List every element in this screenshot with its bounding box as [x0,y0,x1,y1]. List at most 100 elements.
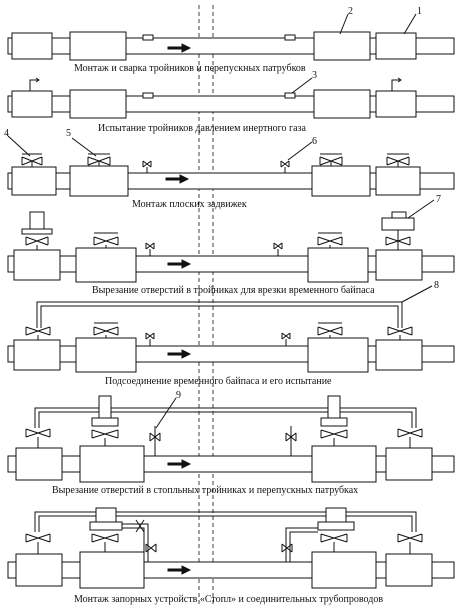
small-valve-icon [280,160,290,173]
callout-8: 8 [434,280,439,291]
leader-line-9 [155,397,177,429]
small-valve-icon [135,519,145,533]
gate-valve-icon [91,429,119,446]
stage-7: Монтаж запорных устройств «Стопл» и соед… [7,507,455,605]
gate-valve-icon [397,533,423,554]
caption-stage-2: Испытание тройников давлением инертного … [98,123,307,134]
bypass-nozzle [142,34,154,41]
small-valve-icon [142,160,152,173]
tee-left-outer [11,166,57,196]
bypass-nozzle [142,92,154,99]
tee-left-outer [15,553,63,587]
gate-valve-icon [387,326,413,340]
stopple-device-housing [317,521,355,531]
gate-valve-icon [25,428,51,448]
small-valve-icon [145,242,155,256]
gate-valve-icon [385,230,411,250]
cutting-machine [327,395,341,419]
callout-2: 2 [348,6,353,17]
callout-7: 7 [436,194,441,205]
gate-valve-icon [93,322,119,338]
flow-arrow [167,565,192,575]
cutting-machine-base [381,217,415,231]
caption-stage-5: Подсоединение временного байпаса и его и… [105,376,332,387]
caption-stage-1: Монтаж и сварка тройников и перепускных … [74,63,306,74]
stopple-device [95,507,117,523]
gate-valve-icon [87,153,111,166]
tee-right-inner [307,247,369,283]
callout-6: 6 [312,136,317,147]
tee-left-outer [13,339,61,371]
gate-valve-icon [317,322,343,338]
tee-right-inner [307,337,369,373]
caption-stage-3: Монтаж плоских задвижек [132,199,247,210]
gate-valve-icon [25,533,51,554]
gate-valve-icon [25,236,49,250]
gas-fitting-right [391,77,402,91]
tee-left-inner [79,551,145,589]
tee-left-inner [75,337,137,373]
connecting-pipeline [285,527,318,562]
gate-valve-icon [319,153,343,166]
tee-right-inner [311,551,377,589]
small-valve-icon [149,426,161,456]
leader-line-2 [339,13,349,35]
tee-left-outer [13,249,61,281]
flow-arrow [167,349,192,359]
small-valve-icon [281,332,291,346]
cutting-machine [29,211,45,231]
leader-line-4 [7,135,31,157]
leader-line-5 [71,137,97,157]
small-valve-icon [145,332,155,346]
gate-valve-icon [93,232,119,248]
tee-left-inner [69,165,129,197]
temporary-bypass-line [34,511,417,532]
leader-line-8 [401,285,433,303]
stage-6: 9 Вырезание отверстий в стопльных тройни… [7,390,455,496]
leader-line-1 [403,13,417,35]
small-valve-icon [281,543,293,553]
stage-2: 3 Испытание тройников давлением инертног… [7,70,455,134]
gas-fitting-left [29,77,40,91]
stage-3: 4 5 6 Монтаж плоских задвижек [4,128,455,210]
tee-right-outer [385,553,433,587]
temporary-bypass-line [36,301,403,328]
stage-4: 7 Вырезание отверстий в тройниках для вр… [7,194,455,296]
tee-right-outer [385,447,433,481]
caption-stage-4: Вырезание отверстий в тройниках для врез… [92,285,375,296]
leader-line-3 [291,77,313,94]
cutting-machine [98,395,112,419]
temporary-bypass-line [40,305,399,328]
tee-left-inner [69,31,127,61]
callout-1: 1 [417,6,422,17]
stage-5: 8 Подсоединение временного байпаса и его… [7,280,455,387]
leader-line-7 [407,199,435,219]
temporary-bypass-line [38,411,413,428]
caption-stage-6: Вырезание отверстий в стопльных тройника… [52,485,358,496]
flow-arrow [167,43,192,53]
caption-stage-7: Монтаж запорных устройств «Стопл» и соед… [74,594,383,605]
tee-right-outer [375,90,417,118]
callout-5: 5 [66,128,71,139]
gate-valve-icon [317,232,343,248]
tee-right-outer [375,166,421,196]
stopple-device [325,507,347,523]
gate-valve-icon [25,326,51,340]
tee-right-inner [311,445,377,483]
bypass-nozzle [284,92,296,99]
gate-valve-icon [91,533,119,552]
small-valve-icon [145,543,157,553]
gate-valve-icon [397,428,423,448]
cutting-machine-base [320,417,348,427]
callout-3: 3 [312,70,317,81]
tee-left-outer [11,90,53,118]
flow-arrow [167,259,192,269]
flow-arrow [165,174,190,184]
tee-left-inner [75,247,137,283]
cutting-machine-base [91,417,119,427]
tee-right-inner [311,165,371,197]
tee-left-inner [79,445,145,483]
cutting-machine-base [21,228,53,235]
callout-9: 9 [176,390,181,401]
